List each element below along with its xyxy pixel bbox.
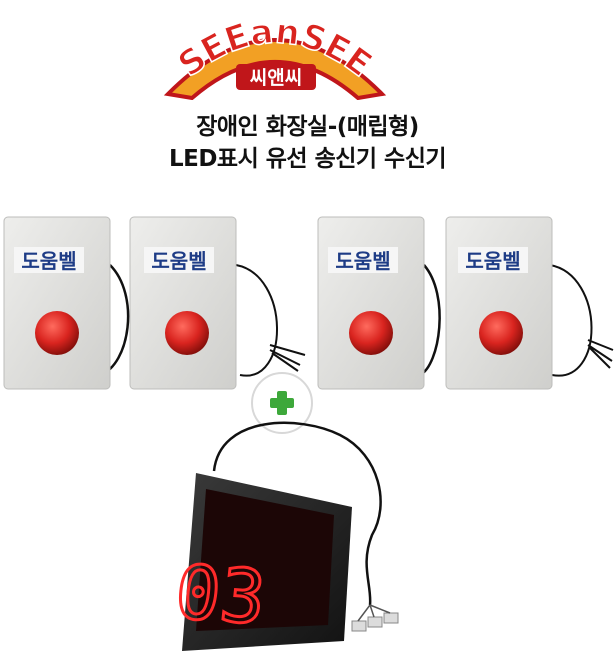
transmitter-cable [419,264,441,377]
help-bell-label: 도움벨 [465,249,520,273]
call-button [165,311,209,355]
headline-line-1: 장애인 화장실-(매립형) [196,114,419,140]
transmitter-plate [317,216,425,390]
receiver-screen [196,489,334,631]
transmitter-plate [3,216,111,390]
transmitter-cable [549,264,614,377]
label-plate [144,247,214,273]
receiver-display: 03 [170,473,352,651]
transmitter-1: 도움벨 [3,216,130,390]
transmitter-3: 도움벨 [317,216,441,390]
call-button [479,311,523,355]
plus-icon [270,391,294,415]
call-button [35,311,79,355]
transmitter-plate [445,216,553,390]
plus-badge [251,372,313,434]
label-plate [458,247,528,273]
brand-logo: SEEanSEE 씨앤씨 [163,11,387,100]
transmitter-4: 도움벨 [445,216,614,390]
logo-korean-plate [236,64,316,90]
receiver-cable [212,421,382,606]
led-digits: 03 [171,550,269,642]
logo-korean: 씨앤씨 [250,67,302,89]
product-scene: 도움벨 도움벨 도움벨 도움벨 [3,216,614,651]
label-plate [14,247,84,273]
help-bell-label: 도움벨 [21,249,76,273]
receiver-connectors [351,604,399,632]
transmitter-plate [129,216,237,390]
transmitter-2: 도움벨 [129,216,306,390]
call-button [349,311,393,355]
help-bell-label: 도움벨 [151,249,206,273]
help-bell-label: 도움벨 [335,249,390,273]
transmitter-cable [235,264,306,377]
label-plate [328,247,398,273]
headline-line-2: LED표시 유선 송신기 수신기 [168,146,447,172]
